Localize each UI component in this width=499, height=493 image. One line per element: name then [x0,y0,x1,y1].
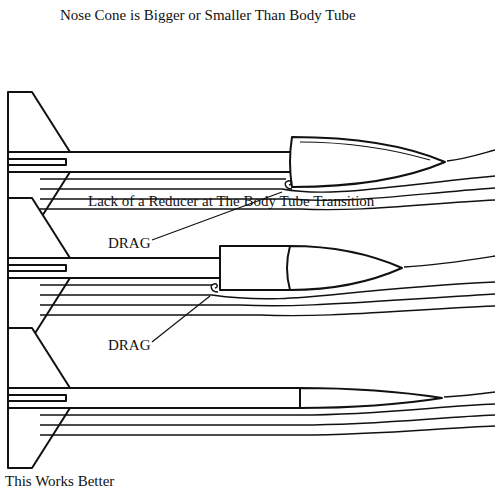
caption-note: Nose Cone is Bigger or Smaller Than Body… [60,6,356,24]
caption-note: This Works Better [5,472,114,490]
drag-label: DRAG [108,336,151,354]
caption-note: Lack of a Reducer at The Body Tube Trans… [88,192,374,210]
rocket-matched [8,328,495,468]
drag-label: DRAG [108,234,151,252]
rocket-oversized-nose [8,92,495,240]
rocket-no-reducer [8,198,495,342]
